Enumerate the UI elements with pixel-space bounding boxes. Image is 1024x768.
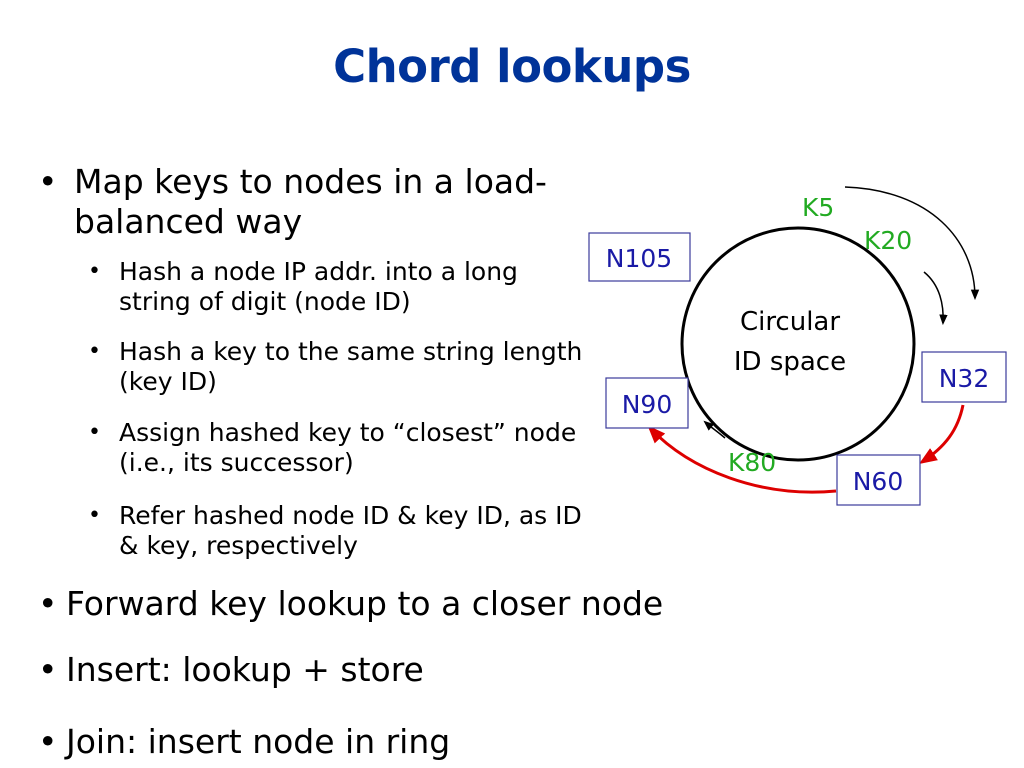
bullet-text: Insert: lookup + store bbox=[66, 650, 424, 689]
sub-bullet-hash-node: • Hash a node IP addr. into a long strin… bbox=[88, 257, 548, 317]
k80-arrow bbox=[703, 420, 726, 439]
slide-title: Chord lookups bbox=[333, 40, 691, 93]
node-label: N60 bbox=[853, 467, 904, 496]
bullet-insert: • Insert: lookup + store bbox=[38, 650, 758, 690]
node-label: N90 bbox=[622, 390, 673, 419]
bullet-dot: • bbox=[88, 339, 101, 364]
bullet-forward: • Forward key lookup to a closer node bbox=[38, 584, 758, 624]
bullet-text: Join: insert node in ring bbox=[66, 722, 451, 761]
bullet-text: Map keys to nodes in a load-balanced way bbox=[74, 162, 547, 241]
bullet-dot: • bbox=[88, 259, 101, 284]
bullet-text: Forward key lookup to a closer node bbox=[66, 584, 664, 623]
bullet-dot: • bbox=[88, 420, 101, 445]
bullet-dot: • bbox=[38, 584, 58, 623]
sub-bullet-hash-key: • Hash a key to the same string length (… bbox=[88, 337, 588, 397]
node-box bbox=[836, 454, 921, 506]
node-box bbox=[605, 377, 689, 429]
node-box bbox=[588, 232, 691, 282]
sub-bullet-text: Hash a key to the same string length (ke… bbox=[119, 337, 583, 396]
bullet-dot: • bbox=[38, 650, 58, 689]
node-n105: N105 bbox=[588, 232, 691, 282]
node-n32: N32 bbox=[921, 351, 1007, 403]
lookup-arrow-n32-n60 bbox=[918, 404, 965, 464]
node-box bbox=[921, 351, 1007, 403]
key-label-k80: K80 bbox=[728, 448, 776, 477]
node-n90: N90 bbox=[605, 377, 689, 429]
sub-bullet-text: Hash a node IP addr. into a long string … bbox=[119, 257, 518, 316]
ring-label-line1: Circular bbox=[740, 307, 840, 337]
k5-arrow bbox=[844, 186, 980, 301]
sub-bullet-text: Assign hashed key to “closest” node (i.e… bbox=[119, 418, 577, 477]
ring-label-line2: ID space bbox=[734, 347, 846, 377]
bullet-join: • Join: insert node in ring bbox=[38, 722, 758, 762]
bullet-dot: • bbox=[38, 722, 58, 761]
node-label: N105 bbox=[606, 244, 672, 273]
sub-bullet-refer: • Refer hashed node ID & key ID, as ID &… bbox=[88, 501, 608, 561]
sub-bullet-text: Refer hashed node ID & key ID, as ID & k… bbox=[119, 501, 582, 560]
node-n60: N60 bbox=[836, 454, 921, 506]
bullet-map-keys: • Map keys to nodes in a load-balanced w… bbox=[38, 162, 598, 242]
id-ring bbox=[680, 226, 916, 462]
node-label: N32 bbox=[939, 364, 990, 393]
k20-arrow bbox=[923, 271, 948, 326]
sub-bullet-assign: • Assign hashed key to “closest” node (i… bbox=[88, 418, 578, 478]
key-label-k5: K5 bbox=[802, 193, 834, 222]
bullet-dot: • bbox=[88, 503, 101, 528]
lookup-arrow-n60-n90 bbox=[647, 425, 837, 494]
bullet-dot: • bbox=[38, 162, 58, 201]
key-label-k20: K20 bbox=[864, 226, 912, 255]
